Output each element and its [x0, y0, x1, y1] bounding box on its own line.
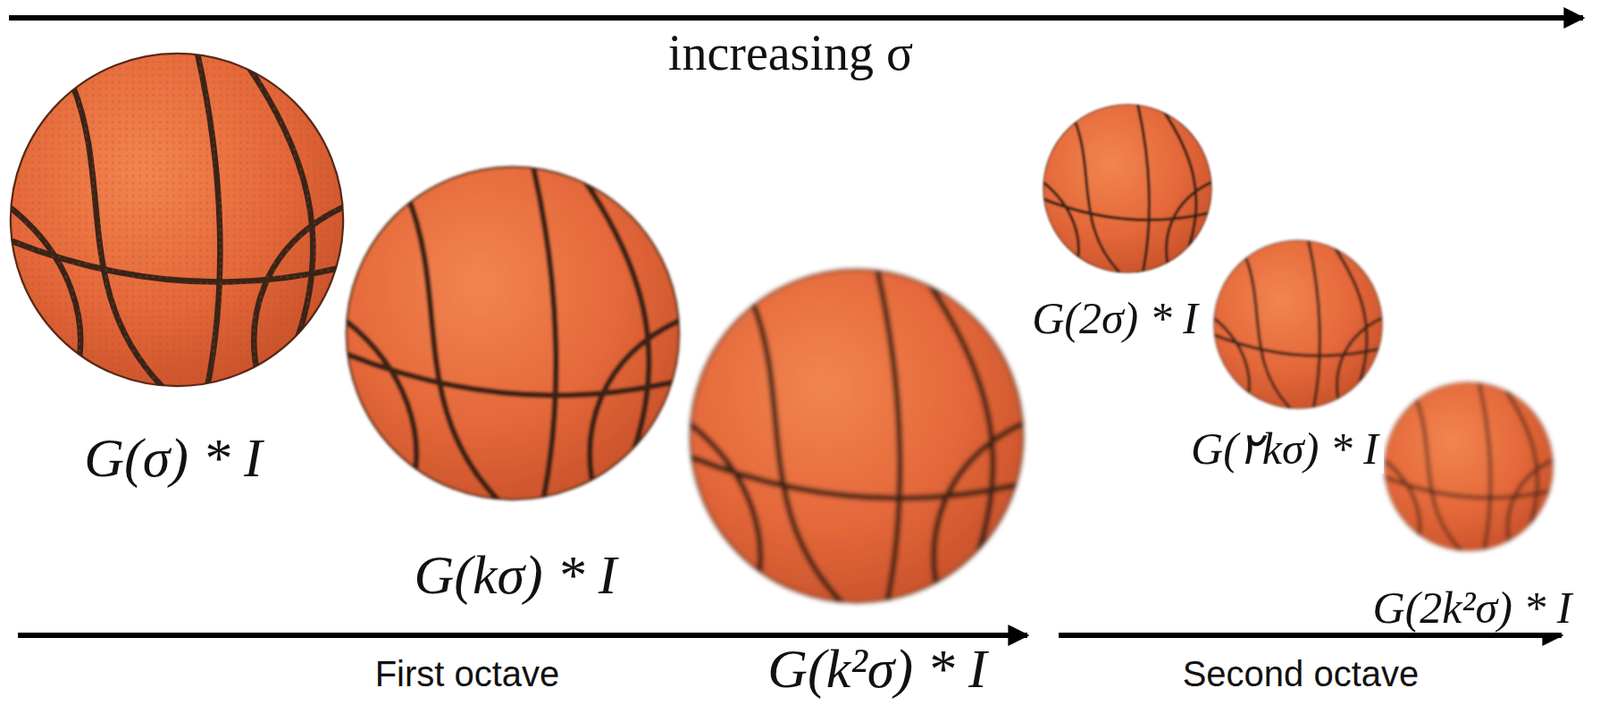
axis-label: increasing σ — [662, 25, 919, 82]
scale-label: G(2k²σ) * I — [1367, 583, 1578, 633]
scale-label: G(kσ) * I — [409, 544, 623, 605]
scale-label: G(k²σ) * I — [762, 637, 992, 699]
octave-label: Second octave — [1177, 653, 1425, 694]
basketball-image — [344, 165, 681, 502]
scale-label: G(σ) * I — [78, 427, 268, 488]
basketball-image — [1042, 103, 1213, 274]
basketball-image — [688, 268, 1025, 604]
scale-label: G(٢kσ) * I — [1185, 424, 1384, 474]
basketball-image — [1383, 381, 1554, 552]
octave-arrow — [1058, 632, 1562, 638]
basketball-image — [1213, 239, 1383, 410]
octave-label: First octave — [369, 653, 566, 694]
sigma-axis-arrow — [8, 15, 1584, 21]
basketball-image — [8, 51, 345, 388]
scale-label: G(2σ) * I — [1026, 293, 1204, 344]
